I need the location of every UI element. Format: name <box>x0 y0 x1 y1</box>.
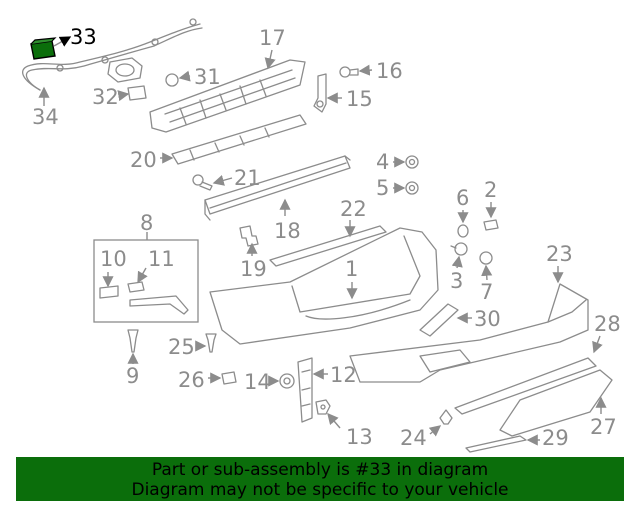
part-5-nut <box>405 181 419 195</box>
callout-18: 18 <box>274 219 301 243</box>
part-2-screw <box>483 219 499 231</box>
callout-30: 30 <box>474 307 501 331</box>
callout-14: 14 <box>244 370 271 394</box>
callout-8: 8 <box>140 211 153 235</box>
callout-7: 7 <box>480 280 493 304</box>
callout-6: 6 <box>456 186 469 210</box>
callout-19: 19 <box>240 257 267 281</box>
callout-23: 23 <box>546 242 573 266</box>
callout-15: 15 <box>346 87 373 111</box>
callout-4: 4 <box>376 150 389 174</box>
part-34-wiring-harness <box>22 18 203 91</box>
part-21-push-pin <box>192 174 213 191</box>
part-1-bumper-cover <box>209 227 439 345</box>
part-22-upper-cover <box>269 225 387 267</box>
part-18-impact-bar <box>204 155 351 221</box>
callout-3: 3 <box>450 269 463 293</box>
part-12-bracket <box>297 357 313 423</box>
callout-34: 34 <box>32 105 59 129</box>
callout-5: 5 <box>376 176 389 200</box>
part-4-nut <box>405 155 419 169</box>
callout-1: 1 <box>345 257 358 281</box>
leader-32 <box>117 90 130 102</box>
part-16-bolt <box>339 66 359 78</box>
callout-29: 29 <box>542 426 569 450</box>
part-7-cap <box>479 251 493 265</box>
callout-20: 20 <box>130 148 157 172</box>
part-31-sensor <box>107 57 179 87</box>
leader-33 <box>53 36 72 47</box>
callout-12: 12 <box>330 363 357 387</box>
callout-22: 22 <box>340 197 367 221</box>
callout-11: 11 <box>148 247 175 271</box>
callout-26: 26 <box>178 368 205 392</box>
callout-28: 28 <box>594 312 621 336</box>
info-banner: Part or sub-assembly is #33 in diagram D… <box>16 457 624 501</box>
callout-24: 24 <box>400 426 427 450</box>
leader-11 <box>137 267 148 284</box>
part-33-sensor-module[interactable] <box>30 37 57 60</box>
callout-27: 27 <box>590 415 617 439</box>
part-3-nut <box>450 242 468 256</box>
callout-9: 9 <box>126 364 139 388</box>
part-26-clip <box>221 371 237 385</box>
part-23-lower-fascia <box>349 283 589 383</box>
part-6-grommet <box>457 224 469 238</box>
leader-28 <box>592 335 603 354</box>
part-15-bracket <box>313 73 327 113</box>
banner-line-2: Diagram may not be specific to your vehi… <box>131 480 509 500</box>
leader-7 <box>481 264 493 281</box>
part-24-clip <box>439 409 453 425</box>
callout-2: 2 <box>484 178 497 202</box>
part-14-grommet <box>279 373 295 389</box>
callout-17: 17 <box>259 26 286 50</box>
part-27-skid-plate <box>499 369 613 437</box>
callout-16: 16 <box>376 59 403 83</box>
leader-31 <box>178 70 191 82</box>
part-28-trim-strip <box>454 357 597 415</box>
callout-21: 21 <box>234 166 261 190</box>
leader-13 <box>327 412 341 429</box>
part-32-bracket <box>127 85 147 101</box>
part-20-absorber-strip <box>171 114 307 165</box>
part-17-energy-absorber <box>149 59 306 133</box>
callout-33: 33 <box>70 25 97 49</box>
part-9-push-pin <box>127 329 139 353</box>
leader-16 <box>358 64 373 76</box>
group-8-box <box>93 239 199 323</box>
leader-3 <box>451 255 463 269</box>
leader-24 <box>428 425 442 437</box>
part-29-molding <box>465 435 527 453</box>
callout-31: 31 <box>194 65 221 89</box>
part-19-bolt <box>239 225 259 247</box>
part-13-bolt <box>315 399 331 415</box>
leader-17 <box>264 49 276 70</box>
callout-32: 32 <box>92 85 119 109</box>
part-25-screw <box>205 333 217 353</box>
part-30-reflector <box>419 303 459 337</box>
callout-10: 10 <box>100 247 127 271</box>
parts-diagram: 33 34 31 32 17 16 15 20 21 18 4 5 6 2 22… <box>22 18 621 453</box>
callout-25: 25 <box>168 335 195 359</box>
callout-13: 13 <box>346 425 373 449</box>
banner-line-1: Part or sub-assembly is #33 in diagram <box>151 460 489 480</box>
leader-21 <box>212 174 233 186</box>
